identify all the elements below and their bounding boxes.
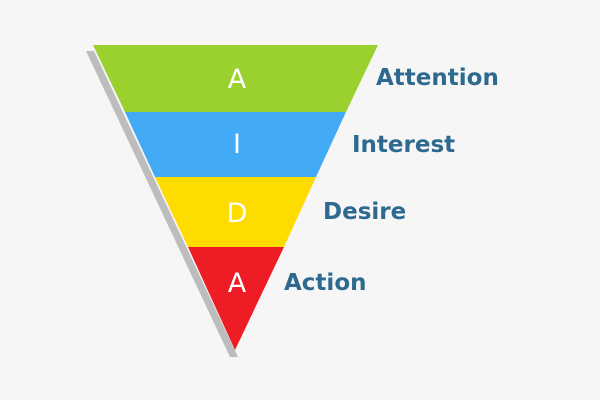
stage-letter-interest: I xyxy=(233,129,241,160)
stage-label-attention: Attention xyxy=(376,65,499,91)
stage-label-interest: Interest xyxy=(352,132,456,158)
funnel-stage-interest xyxy=(125,112,346,177)
stage-letter-attention: A xyxy=(228,64,247,95)
funnel-stage-desire xyxy=(155,177,316,247)
stage-letter-desire: D xyxy=(227,198,248,229)
stage-label-desire: Desire xyxy=(323,199,407,225)
funnel-stage-action xyxy=(188,247,284,350)
funnel-shadow xyxy=(86,51,238,357)
stage-label-action: Action xyxy=(284,270,367,296)
stage-letter-action: A xyxy=(228,268,247,299)
funnel-stage-attention xyxy=(93,45,378,112)
